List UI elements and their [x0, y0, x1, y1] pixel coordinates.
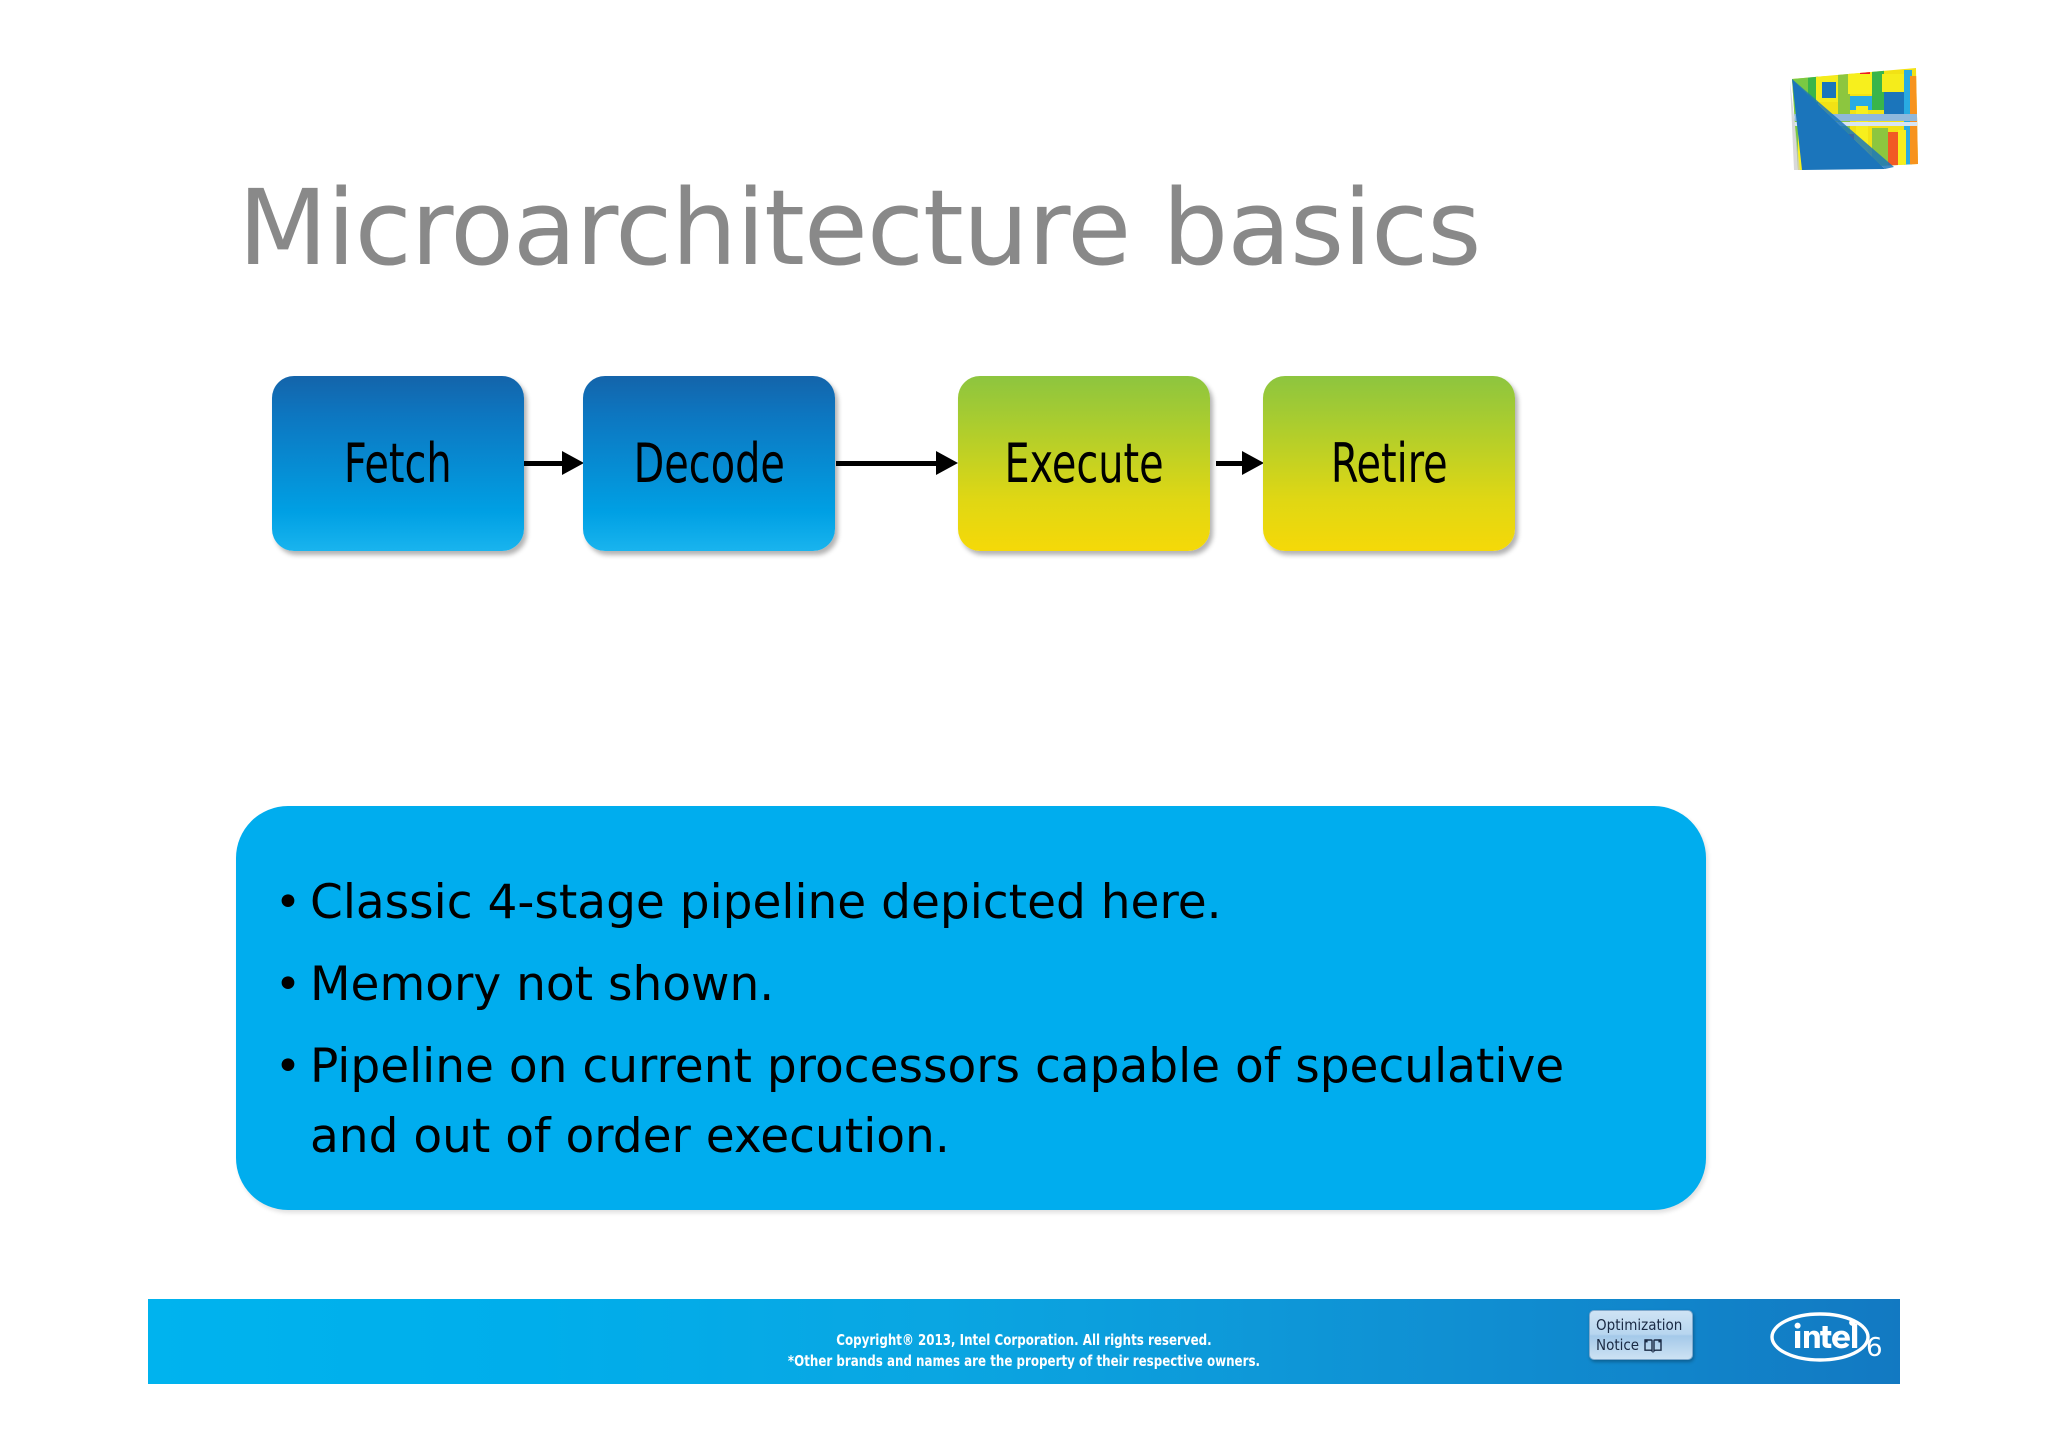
pipeline-stage-label: Decode [633, 432, 785, 495]
optimization-notice-line-2-row: Notice [1596, 1335, 1692, 1355]
pipeline-stage-label: Retire [1330, 432, 1448, 495]
bullet-icon: • [275, 959, 301, 1010]
pipeline-diagram: Fetch Decode Execute Retire [0, 376, 2048, 566]
bullet-list: • Classic 4-stage pipeline depicted here… [266, 868, 1682, 1184]
copyright-line-1: Copyright® 2013, Intel Corporation. All … [836, 1331, 1212, 1349]
content-panel: • Classic 4-stage pipeline depicted here… [236, 806, 1706, 1210]
list-item: • Memory not shown. [266, 950, 1682, 1020]
optimization-notice-line-2: Notice [1596, 1336, 1640, 1354]
arrow-right-icon [836, 451, 958, 475]
intel-logo [1768, 1309, 1872, 1365]
bullet-text: Memory not shown. [310, 957, 775, 1012]
pipeline-stage-execute: Execute [958, 376, 1210, 551]
footer-bar: Copyright® 2013, Intel Corporation. All … [148, 1299, 1900, 1384]
optimization-notice-button[interactable]: Optimization Notice [1589, 1310, 1693, 1360]
pipeline-stage-retire: Retire [1263, 376, 1515, 551]
page-number: 6 [1866, 1333, 1883, 1363]
copyright-notice: Copyright® 2013, Intel Corporation. All … [253, 1330, 1795, 1372]
bullet-icon: • [275, 877, 301, 928]
arrow-right-icon [1216, 451, 1264, 475]
pipeline-stage-label: Fetch [344, 432, 452, 495]
pipeline-stage-label: Execute [1004, 432, 1164, 495]
bullet-text: Pipeline on current processors capable o… [310, 1039, 1565, 1164]
list-item: • Pipeline on current processors capable… [266, 1032, 1682, 1172]
bullet-icon: • [275, 1041, 301, 1092]
page-title: Microarchitecture basics [238, 167, 1481, 289]
intel-circuit-corner-logo [1786, 46, 1924, 171]
arrow-right-icon [524, 451, 584, 475]
copyright-line-2: *Other brands and names are the property… [787, 1352, 1261, 1370]
bullet-text: Classic 4-stage pipeline depicted here. [310, 875, 1222, 930]
list-item: • Classic 4-stage pipeline depicted here… [266, 868, 1682, 938]
pipeline-stage-fetch: Fetch [272, 376, 524, 551]
pipeline-stage-decode: Decode [583, 376, 835, 551]
open-book-icon [1644, 1338, 1662, 1353]
optimization-notice-line-1: Optimization [1596, 1316, 1683, 1334]
